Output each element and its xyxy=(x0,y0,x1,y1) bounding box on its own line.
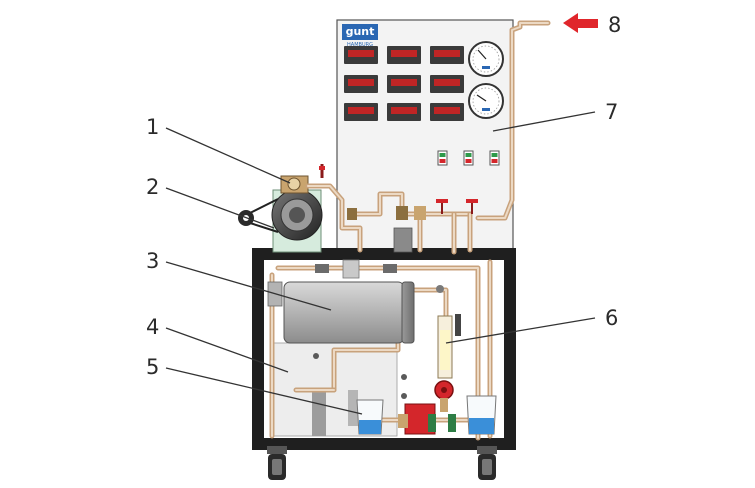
callout-4: 4 xyxy=(146,315,159,339)
svg-text:gunt: gunt xyxy=(346,25,375,38)
storage-tank xyxy=(267,281,415,344)
callout-8: 8 xyxy=(608,13,621,37)
castor-wheel-right xyxy=(477,446,497,480)
flowmeter xyxy=(437,314,461,379)
red-handwheel-valve xyxy=(434,380,454,412)
leader-7 xyxy=(492,111,596,132)
callout-7: 7 xyxy=(605,100,618,124)
pump-assembly xyxy=(379,403,473,435)
callout-6: 6 xyxy=(605,306,618,330)
leader-4 xyxy=(165,327,289,373)
leader-5 xyxy=(165,367,363,415)
leader-2 xyxy=(165,187,275,229)
callout-1: 1 xyxy=(146,115,159,139)
frame-valves xyxy=(313,259,444,399)
beaker-right xyxy=(466,395,497,435)
pressure-gauge-bottom xyxy=(468,83,504,119)
supply-arrow-icon xyxy=(563,13,598,33)
panel-valves xyxy=(347,199,478,253)
pressure-gauge-top xyxy=(468,41,504,77)
callout-2: 2 xyxy=(146,175,159,199)
gunt-logo: gunt HAMBURG xyxy=(342,24,378,48)
callout-numbers: 1 2 3 4 5 6 7 8 xyxy=(146,13,621,379)
callout-5: 5 xyxy=(146,355,159,379)
steam-pipes xyxy=(305,183,473,255)
leader-3 xyxy=(165,261,332,311)
digital-displays xyxy=(344,46,464,121)
leader-lines xyxy=(165,111,596,415)
beaker-left xyxy=(356,399,384,435)
castor-wheel-left xyxy=(267,446,287,480)
leader-1 xyxy=(165,127,291,184)
motor-unit xyxy=(238,189,323,253)
supply-line xyxy=(475,20,551,221)
panel-switches xyxy=(437,150,500,166)
leader-6 xyxy=(445,317,596,344)
governor xyxy=(280,164,325,194)
svg-text:HAMBURG: HAMBURG xyxy=(347,42,373,48)
callout-3: 3 xyxy=(146,249,159,273)
